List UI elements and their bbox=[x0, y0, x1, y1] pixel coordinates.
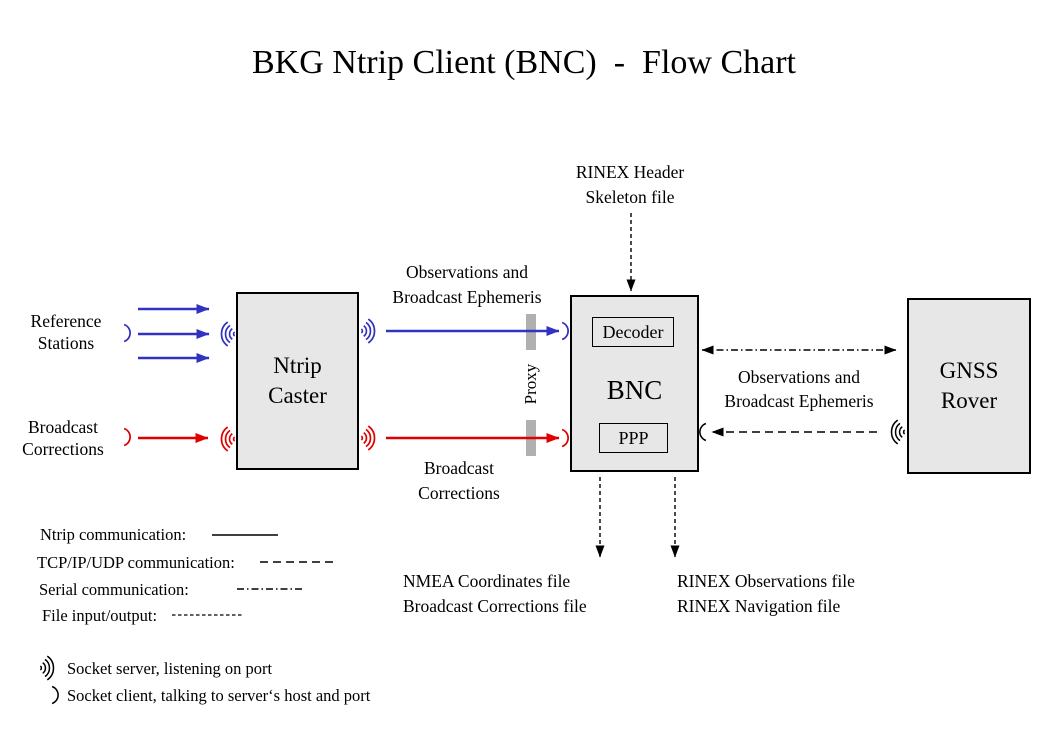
socket-client-legend-label: Socket client, talking to server‘s host … bbox=[67, 686, 371, 705]
legend-serial-label: Serial communication: bbox=[39, 580, 189, 599]
ppp-label: PPP bbox=[618, 427, 649, 448]
legend-ntrip-label: Ntrip communication: bbox=[40, 525, 187, 544]
rinex-output-files-label: RINEX Observations file RINEX Navigation… bbox=[677, 571, 855, 616]
socket-server-icon-caster-in-corr bbox=[220, 426, 236, 452]
broadcast-corrections-input-label: Broadcast Corrections bbox=[22, 417, 104, 459]
obs-ephemeris-right-label: Observations and Broadcast Ephemeris bbox=[724, 367, 874, 411]
socket-server-icon-legend bbox=[39, 655, 55, 681]
gnss-rover-box: GNSS Rover bbox=[907, 298, 1031, 474]
legend-tcp-label: TCP/IP/UDP communication: bbox=[37, 553, 235, 572]
ppp-box: PPP bbox=[599, 423, 668, 453]
socket-client-icon-ref bbox=[123, 323, 131, 343]
socket-client-icon-bnc-rover bbox=[699, 422, 707, 442]
proxy-bar-top bbox=[526, 314, 536, 350]
gnss-rover-label-line1: GNSS bbox=[939, 358, 999, 383]
socket-client-icon-bnc-obs bbox=[561, 321, 569, 341]
page-title: BKG Ntrip Client (BNC) - Flow Chart bbox=[252, 44, 796, 81]
legend-file-label: File input/output: bbox=[42, 606, 158, 625]
broadcast-corrections-mid-label: Broadcast Corrections bbox=[418, 458, 500, 503]
reference-stations-label: Reference Stations bbox=[30, 311, 102, 353]
rinex-header-skeleton-label: RINEX Header Skeleton file bbox=[575, 162, 685, 207]
socket-server-icon-caster-out-corr bbox=[360, 425, 376, 451]
socket-client-icon-bnc-corr bbox=[561, 428, 569, 448]
ntrip-caster-label-line1: Ntrip bbox=[273, 353, 322, 378]
bnc-box: Decoder BNC PPP bbox=[570, 295, 699, 472]
gnss-rover-label-line2: Rover bbox=[940, 388, 998, 413]
socket-server-icon-rover bbox=[890, 419, 906, 445]
socket-client-icon-corr bbox=[123, 427, 131, 447]
ntrip-caster-box: Ntrip Caster bbox=[236, 292, 359, 470]
nmea-output-files-label: NMEA Coordinates file Broadcast Correcti… bbox=[403, 571, 587, 616]
socket-client-icon-legend bbox=[51, 685, 59, 705]
decoder-box: Decoder bbox=[592, 317, 674, 347]
proxy-bar-bottom bbox=[526, 420, 536, 456]
decoder-label: Decoder bbox=[602, 321, 664, 342]
ntrip-caster-label-line2: Caster bbox=[268, 383, 327, 408]
proxy-label: Proxy bbox=[521, 363, 540, 405]
socket-server-legend-label: Socket server, listening on port bbox=[67, 659, 273, 678]
socket-server-icon-caster-out-obs bbox=[360, 318, 376, 344]
obs-ephemeris-mid-label: Observations and Broadcast Ephemeris bbox=[392, 262, 542, 307]
bnc-label: BNC bbox=[606, 375, 663, 405]
socket-server-icon-caster-in-obs bbox=[220, 321, 236, 347]
